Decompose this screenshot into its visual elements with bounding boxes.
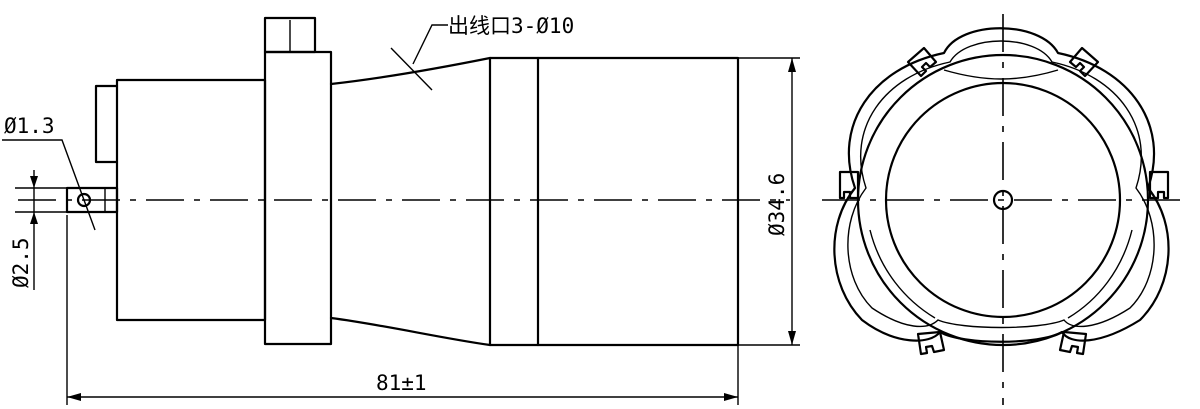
length-label: 81±1 [376, 371, 427, 395]
clip-bottom-right [1058, 330, 1088, 356]
body-dia-label: Ø34.6 [765, 173, 789, 236]
front-body [488, 56, 740, 347]
end-view [822, 14, 1190, 405]
clip-top-left [906, 46, 938, 78]
clip-bottom-left [916, 330, 946, 356]
pin-dia-label: Ø2.5 [9, 237, 33, 288]
clip-top-right [1068, 46, 1100, 78]
flange [263, 50, 333, 346]
shaft-hole [76, 192, 92, 208]
dimensions: 出线口3-Ø10 Ø1.3 Ø2.5 Ø34.6 81±1 [2, 14, 800, 405]
clip-right [1148, 170, 1170, 200]
clip-left [838, 170, 860, 200]
shaft-dia-label: Ø1.3 [4, 114, 55, 138]
taper-neck [329, 56, 492, 86]
terminal-tab [94, 84, 119, 164]
outlet-label: 出线口3-Ø10 [448, 14, 574, 38]
side-view [18, 16, 790, 347]
